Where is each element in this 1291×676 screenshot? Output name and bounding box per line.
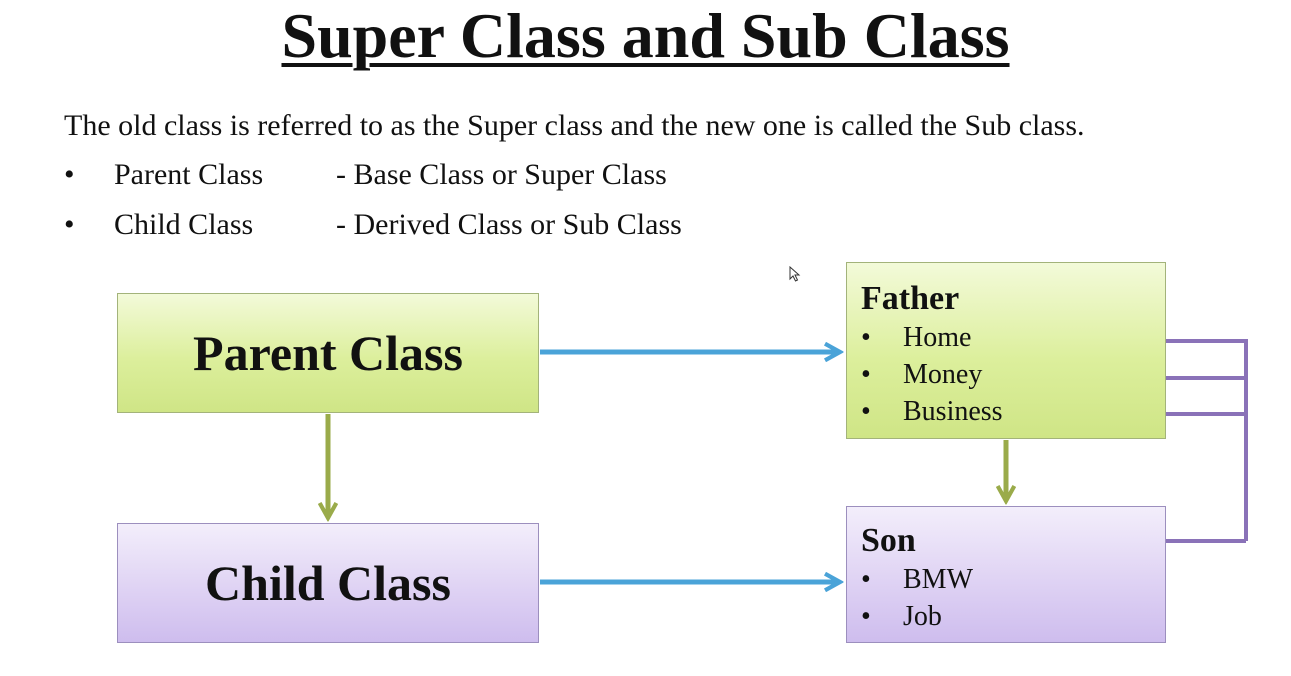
bullet-icon: • (861, 322, 871, 353)
bullet-icon: • (64, 158, 75, 191)
mouse-pointer-icon (789, 266, 801, 282)
son-item-bmw: BMW (903, 564, 973, 595)
father-box: Father • Home • Money • Business (846, 262, 1166, 439)
parent-class-box: Parent Class (117, 293, 539, 413)
father-item-business: Business (903, 396, 1003, 427)
definition-description: - Derived Class or Sub Class (336, 208, 682, 241)
father-item-home: Home (903, 322, 972, 353)
parent-class-label: Parent Class (193, 325, 463, 381)
bullet-icon: • (861, 359, 871, 390)
son-item-job: Job (903, 601, 942, 632)
bullet-icon: • (861, 564, 871, 595)
child-class-box: Child Class (117, 523, 539, 643)
intro-text: The old class is referred to as the Supe… (64, 109, 1085, 142)
bullet-icon: • (861, 601, 871, 632)
bullet-icon: • (861, 396, 871, 427)
slide-title: Super Class and Sub Class (281, 0, 1010, 71)
definition-term: Parent Class (114, 158, 264, 191)
son-box: Son • BMW • Job (846, 506, 1166, 643)
father-item-money: Money (903, 359, 983, 390)
son-title: Son (861, 522, 916, 559)
father-title: Father (861, 280, 960, 317)
definition-description: - Base Class or Super Class (336, 158, 667, 191)
definition-term: Child Class (114, 208, 254, 241)
bullet-icon: • (64, 208, 75, 241)
child-class-label: Child Class (205, 555, 451, 611)
